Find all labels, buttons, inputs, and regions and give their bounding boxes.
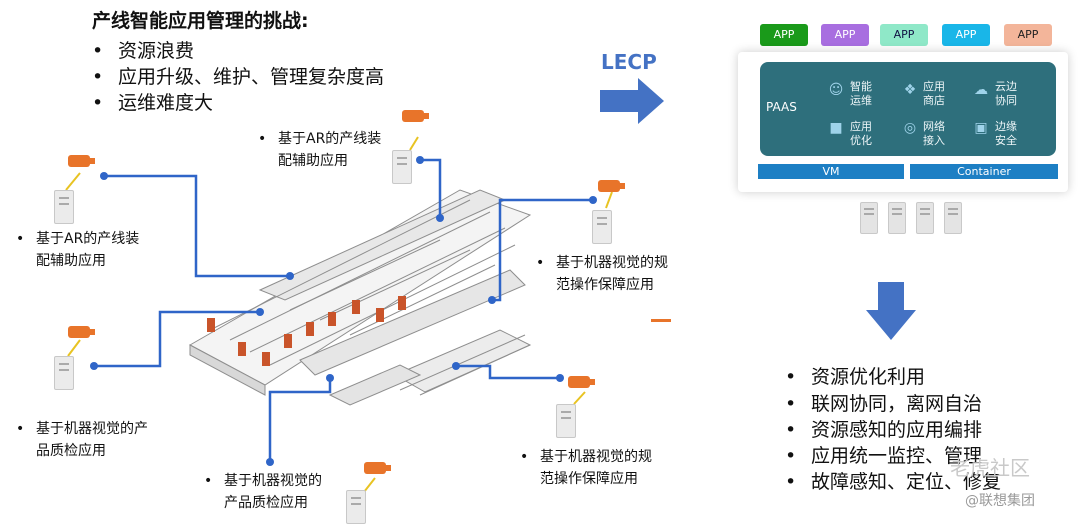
right-arrow-icon [600,78,664,124]
watermark-text: 老虎社区 [950,456,1030,480]
app-store-icon: ❖ [903,82,917,98]
container-layer: Container [910,164,1058,179]
server-icon [888,202,906,234]
server-icon [916,202,934,234]
down-arrow-icon [866,282,916,340]
server-icon [592,210,612,244]
camera-icon [598,180,625,192]
robot-icon: ☺ [828,82,844,98]
camera-icon [568,376,595,388]
challenge-item: 运维难度大 [92,88,213,115]
challenge-item: 应用升级、维护、管理复杂度高 [92,62,384,89]
feature-label: 智能 运维 [850,80,872,107]
camera-icon [364,462,391,474]
challenge-item: 资源浪费 [92,36,194,63]
benefit-item: 联网协同，离网自治 [785,389,982,416]
orange-dash [651,319,671,322]
vision-operation-label-bottom: 基于机器视觉的规 范操作保障应用 [520,446,652,490]
lock-icon: ▣ [974,120,988,136]
feature-label: 应用 商店 [923,80,945,107]
app-block: APP [880,24,928,46]
vm-layer: VM [758,164,904,179]
vision-operation-label-top: 基于机器视觉的规 范操作保障应用 [536,252,668,296]
app-block: APP [942,24,990,46]
feature-label: 云边 协同 [995,80,1017,107]
camera-icon [68,326,95,338]
vision-quality-label-left: 基于机器视觉的产 品质检应用 [16,418,148,462]
server-icon [556,404,576,438]
benefit-item: 资源优化利用 [785,362,925,389]
machine-highlights [207,296,406,366]
feature-label: 应用 优化 [850,120,872,147]
vision-quality-label-bottom: 基于机器视觉的 产品质检应用 [204,470,322,514]
server-icon [860,202,878,234]
cloud-icon: ☁ [974,82,988,98]
factory-illustration [188,189,532,406]
cube-icon: ■ [829,120,843,136]
ar-assembly-label-top: 基于AR的产线装 配辅助应用 [258,128,381,172]
server-icon [944,202,962,234]
camera-links [65,136,613,493]
server-icon [346,490,366,524]
paas-label: PAAS [766,100,797,114]
lecp-label: LECP [601,50,657,74]
camera-icon [402,110,429,122]
camera-icon [68,155,95,167]
benefit-item: 故障感知、定位、修复 [785,467,1001,494]
benefit-item: 资源感知的应用编排 [785,415,982,442]
globe-icon: ◎ [903,120,917,136]
challenges-title: 产线智能应用管理的挑战: [92,10,309,32]
app-block: APP [821,24,869,46]
benefit-item: 应用统一监控、管理 [785,441,982,468]
server-icon [54,356,74,390]
production-line-diagram [65,136,671,493]
app-block: APP [1004,24,1052,46]
app-block: APP [760,24,808,46]
paas-layer [760,62,1056,156]
feature-label: 网络 接入 [923,120,945,147]
connector-dots [90,156,597,466]
server-icon [54,190,74,224]
ar-assembly-label-left: 基于AR的产线装 配辅助应用 [16,228,139,272]
watermark-handle: @联想集团 [965,493,1035,509]
feature-label: 边缘 安全 [995,120,1017,147]
server-icon [392,150,412,184]
